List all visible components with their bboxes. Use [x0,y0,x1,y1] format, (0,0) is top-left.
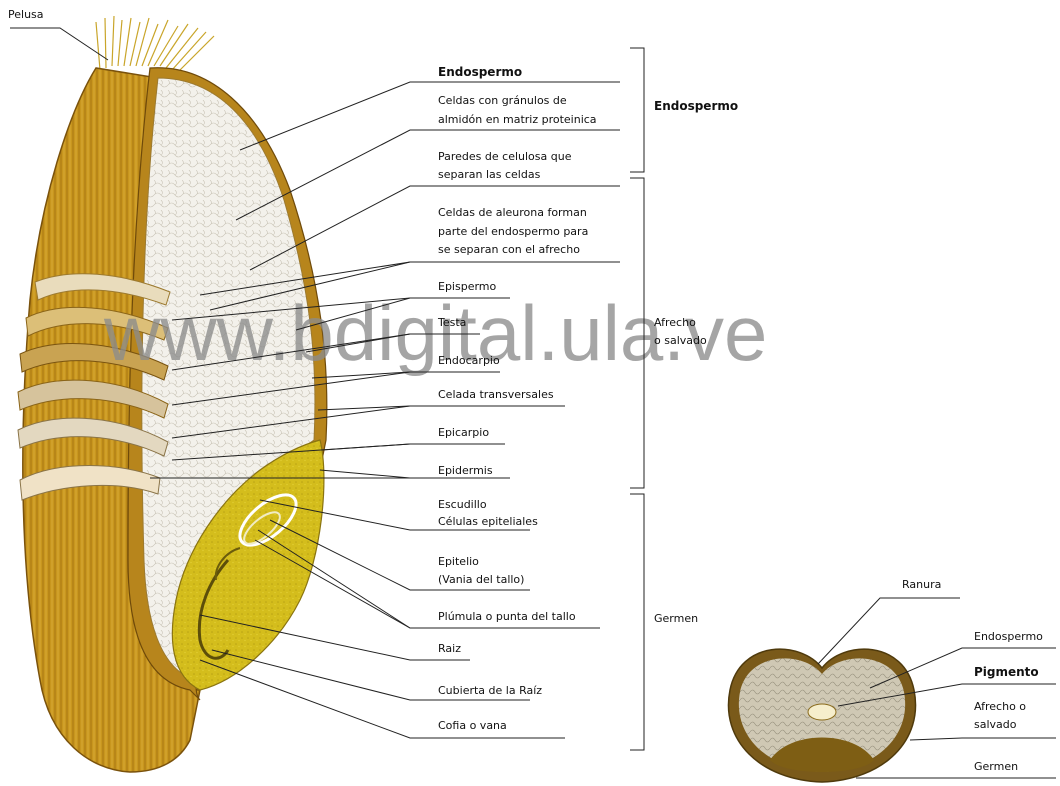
xs-label-pigmento: Pigmento [974,665,1039,679]
xs-label-ranura: Ranura [902,578,941,591]
kernel-illustration [18,16,327,772]
label-vania: (Vania del tallo) [438,573,524,586]
cross-section-inset [712,622,936,786]
label-epicarpio: Epicarpio [438,426,489,439]
label-plumula: Plúmula o punta del tallo [438,610,576,623]
label-endocarpio: Endocarpio [438,354,500,367]
label-cubierta: Cubierta de la Raíz [438,684,542,697]
group-brackets [630,48,644,750]
label-celdas-1: Celdas con gránulos de [438,94,567,107]
xs-label-germen: Germen [974,760,1018,773]
xs-label-afrecho-2: salvado [974,718,1017,731]
group-label-afrecho-2: o salvado [654,334,707,347]
label-celulas-epiteliales: Células epiteliales [438,515,538,528]
bracket-endospermo [630,48,644,172]
label-testa: Testa [437,316,466,329]
label-aleurona-1: Celdas de aleurona forman [438,206,587,219]
label-paredes-1: Paredes de celulosa que [438,150,572,163]
bracket-germen [630,494,644,750]
xs-label-endospermo: Endospermo [974,630,1043,643]
label-pelusa: Pelusa [8,8,44,21]
label-raiz: Raiz [438,642,461,655]
label-aleurona-3: se separan con el afrecho [438,243,580,256]
cross-section-pigment [808,704,836,720]
label-paredes-2: separan las celdas [438,168,541,181]
label-epidermis: Epidermis [438,464,493,477]
label-celada: Celada transversales [438,388,554,401]
group-label-germen: Germen [654,612,698,625]
pelusa-hairs [96,16,214,72]
group-label-afrecho-1: Afrecho [654,316,696,329]
group-label-endospermo: Endospermo [654,99,738,113]
label-celdas-2: almidón en matriz proteinica [438,113,597,126]
label-epispermo: Epispermo [438,280,497,293]
label-escudillo: Escudillo [438,498,487,511]
label-aleurona-2: parte del endospermo para [438,225,588,238]
label-epitelio: Epitelio [438,555,479,568]
label-cofia: Cofia o vana [438,719,507,732]
xs-label-afrecho-1: Afrecho o [974,700,1026,713]
watermark: www.bdigital.ula.ve [103,289,767,377]
label-endospermo-title: Endospermo [438,65,522,79]
